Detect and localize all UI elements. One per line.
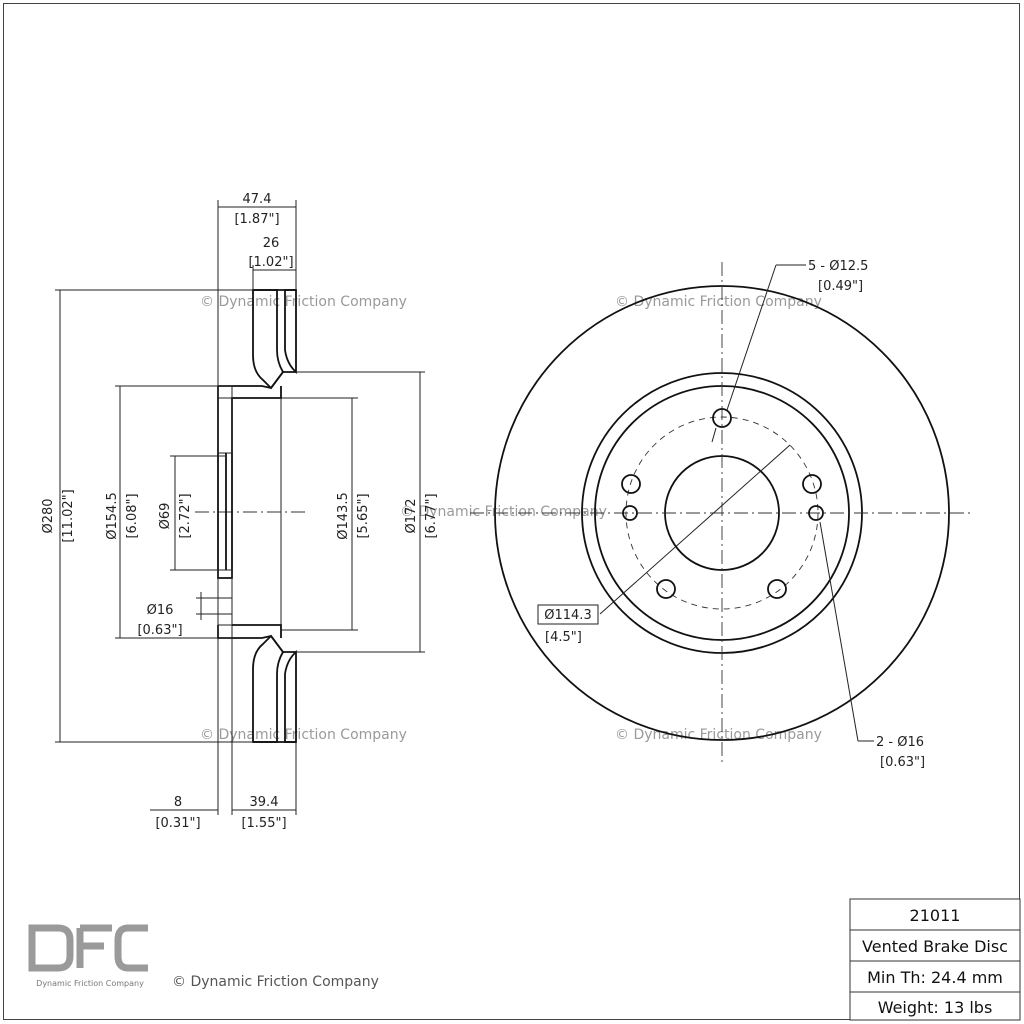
hat-wall-hatch [217,385,233,399]
hat-depth-mm: 39.4 [250,795,279,810]
bolt-circle-box [537,604,599,625]
bolt-hole [656,579,676,599]
watermark: © Dynamic Friction Company [615,294,822,310]
hat-lower-inner [232,624,282,638]
locator-hole [622,505,638,521]
logo-letter-c [114,924,148,972]
bolt-hole [767,579,787,599]
hat-upper-flange [218,371,296,390]
center-bore-mm: Ø69 [158,503,173,530]
inner-diameter-in: [5.65"] [356,493,371,538]
drawing-frame [3,3,1020,1020]
watermark: © Dynamic Friction Company [615,727,822,743]
bolt-holes-mm: 5 - Ø12.5 [808,259,868,274]
locator-holes-mm: 2 - Ø16 [876,735,924,750]
overall-width-mm: 47.4 [243,192,272,207]
bolt-hole [802,474,822,494]
pilot-hole-in: [0.63"] [137,623,182,638]
watermark: © Dynamic Friction Company [200,727,407,743]
hat-wall [217,386,282,579]
overall-width-in: [1.87"] [234,212,279,227]
logo-letter-d [28,924,74,972]
bolt-circle-in: [4.5"] [545,630,582,645]
hat-diameter-in: [6.08"] [125,493,140,538]
weight: Weight: 13 lbs [878,998,993,1017]
front-view: 5 - Ø12.5 [0.49"] Ø114.3 [4.5"] 2 - Ø16 … [470,259,972,770]
friction-inner-diameter-mm: Ø172 [404,498,419,533]
inner-diameter-mm: Ø143.5 [336,492,351,539]
outer-diameter-in: [11.02"] [61,489,76,542]
side-section-view: 47.4 [1.87"] 26 [1.02"] Ø280 [11.02"] Ø1… [41,192,439,831]
outer-diameter-mm: Ø280 [41,498,56,533]
center-bore-in: [2.72"] [178,493,193,538]
lower-outer-plate [284,649,297,743]
locator-hole [808,505,824,521]
lower-inner-plate [252,634,285,743]
watermark: © Dynamic Friction Company [200,294,407,310]
copyright-text: © Dynamic Friction Company [172,974,379,990]
part-description: Vented Brake Disc [862,937,1008,956]
logo-company-name: Dynamic Friction Company [36,979,144,988]
friction-inner-diameter-in: [6.77"] [424,493,439,538]
dfc-logo: Dynamic Friction Company [28,924,148,988]
hat-wall-hatch [217,397,233,454]
locator-holes-in: [0.63"] [880,755,925,770]
watermark: © Dynamic Friction Company [400,504,607,520]
bolt-holes-in: [0.49"] [818,279,863,294]
rotor-width-in: [1.02"] [248,255,293,270]
title-block: 21011 Vented Brake Disc Min Th: 24.4 mm … [849,898,1021,1021]
part-number: 21011 [910,906,961,925]
hat-depth-in: [1.55"] [241,816,286,831]
bolt-hole [712,408,732,428]
hat-wall-hatch [217,624,233,639]
hat-diameter-mm: Ø154.5 [105,492,120,539]
min-thickness: Min Th: 24.4 mm [867,968,1003,987]
rotor-width-mm: 26 [263,236,280,251]
hat-thickness-in: [0.31"] [155,816,200,831]
hat-thickness-mm: 8 [174,795,182,810]
bolt-circle-mm: Ø114.3 [544,608,591,623]
pilot-hole-mm: Ø16 [147,603,174,618]
bolt-hole [621,474,641,494]
logo-letter-f [76,924,112,968]
